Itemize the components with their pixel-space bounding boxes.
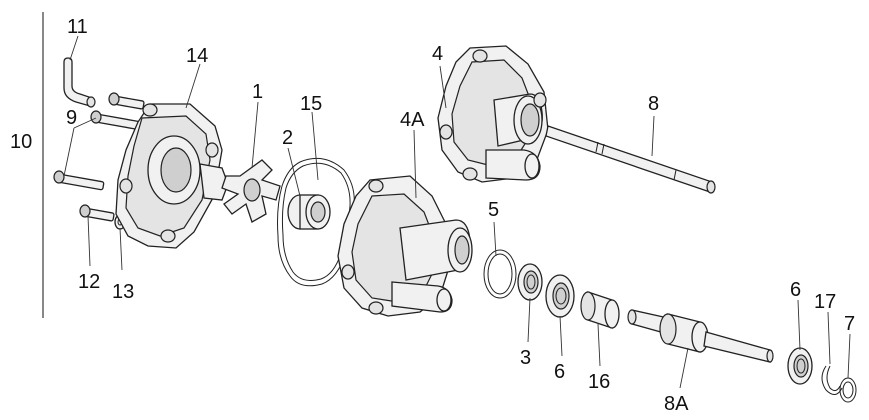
part-16-sleeve (580, 291, 620, 329)
label-14: 14 (186, 45, 208, 67)
part-3-bearing (517, 263, 543, 301)
label-12: 12 (78, 271, 100, 293)
part-14-pump-cover (115, 103, 229, 249)
part-8-shaft (545, 125, 716, 194)
label-15: 15 (300, 93, 322, 115)
part-2-mechanical-seal (287, 194, 331, 230)
part-6-bearing-right (787, 347, 813, 385)
part-11-pipe-fitting (63, 57, 96, 108)
label-1: 1 (252, 81, 263, 103)
label-13: 13 (112, 281, 134, 303)
label-16: 16 (588, 371, 610, 393)
label-17: 17 (814, 291, 836, 313)
label-11: 11 (67, 16, 88, 38)
part-5-o-ring (483, 249, 517, 299)
part-6-bearing-left (545, 274, 575, 318)
leader-lines (63, 35, 851, 389)
part-1-impeller (221, 159, 281, 223)
part-4-pump-housing (437, 45, 549, 183)
part-17-circlip (821, 365, 843, 395)
label-8: 8 (648, 93, 659, 115)
label-9: 9 (66, 107, 77, 129)
label-4: 4 (432, 43, 443, 65)
label-5: 5 (488, 199, 499, 221)
part-7-snap-ring (839, 377, 857, 403)
label-4a: 4A (400, 109, 425, 131)
label-6-right: 6 (790, 279, 801, 301)
label-7: 7 (844, 313, 855, 335)
label-8a: 8A (664, 393, 689, 415)
part-9-bolts (53, 92, 145, 222)
part-labels: 11 14 1 15 2 9 10 12 13 4 4A 5 8 3 6 16 … (10, 16, 855, 415)
label-2: 2 (282, 127, 293, 149)
label-6-left: 6 (554, 361, 565, 383)
label-3: 3 (520, 347, 531, 369)
part-15-gasket (277, 157, 355, 287)
part-4a-pump-housing (337, 175, 473, 317)
part-8a-shaft (627, 309, 774, 363)
label-10: 10 (10, 131, 32, 153)
